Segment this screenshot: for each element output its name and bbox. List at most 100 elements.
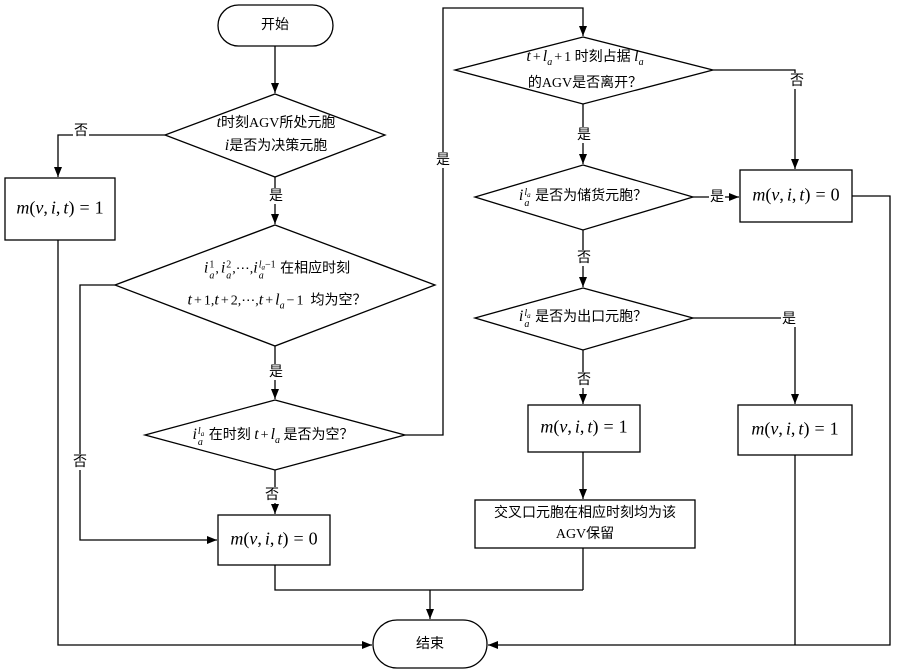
text-run: , [55,197,61,218]
decision-line: t+1,t+2,⋯,t+la−1 均为空？ [188,285,367,318]
text-run: = [293,528,304,549]
decision-is-storage-cell [472,164,696,231]
text-run: 0 [308,528,318,549]
math-subscript: a [527,312,531,320]
math-variable: l [197,426,201,437]
math-variable: a [258,270,264,282]
text-run: 交叉口元胞在相应时刻均为该 [494,506,676,521]
math-variable: a [226,270,232,282]
edge-d3-yes-to-d4 [405,7,587,436]
math-variable: i [786,184,792,205]
math-variable: v [35,197,44,218]
edge-p3-to-end [488,195,891,649]
math-variable: i [203,259,209,277]
start-terminal [217,4,334,47]
math-subscript: a [638,57,644,68]
text-run: 2,⋯, [230,293,259,309]
text-run: 时刻占据 [571,50,635,65]
math-variable: t [254,426,259,443]
edge-label-d5-yes: 是 [709,189,725,205]
math-subscript: a [279,300,285,312]
end-terminal [372,619,488,669]
math-variable: l [258,259,262,271]
process-line: AGV保留 [494,524,676,545]
math-variable: m [16,197,30,218]
text-run: ,⋯, [232,261,254,277]
text-run: = [814,418,825,439]
text-run: ( [764,418,771,439]
text-run: ( [765,184,772,205]
text-run: 是否为空？ [280,428,354,443]
math-variable: v [771,184,780,205]
decision-is-decision-cell-label: t时刻AGV所处元胞 i是否为决策元胞 [217,112,336,158]
math-variable: m [540,416,554,437]
subscript: a [209,271,214,282]
text-run: 1 [618,416,628,437]
decision-is-decision-cell [163,93,387,178]
superscript: 2 [226,260,231,271]
text-run: + [260,428,269,443]
math-variable: i [574,416,580,437]
text-run: 1 [829,418,839,439]
text-run: 是否为决策元胞 [229,139,328,154]
process-reserve-intersection [474,499,696,549]
subscript: a [524,198,529,209]
math-subscript: a [200,430,205,438]
text-run: ( [29,197,36,218]
math-variable: t [587,416,593,437]
edge-label-d6-yes: 是 [781,311,797,327]
process-set-m-0-center [217,514,331,566]
math-variable: l [275,291,280,309]
math-variable: v [559,416,568,437]
subscript: a [524,319,529,330]
math-variable: v [770,418,779,439]
text-run: −1 [265,259,276,271]
text-run: AGV保留 [555,527,615,542]
text-run: = [79,197,90,218]
edge-label-d1-no: 否 [73,123,89,139]
edge-label-d4-yes: 是 [576,127,592,143]
math-variable: l [634,48,639,65]
math-variable: a [209,270,215,282]
decision-line: i是否为决策元胞 [217,135,336,158]
decision-intermediate-cells-empty [113,224,437,347]
edge-label-d2-no: 否 [72,454,88,470]
math-variable: m [230,528,244,549]
math-subscript: a [547,57,553,68]
process-set-m-1-right-label: m(v,i,t)=1 [751,418,838,443]
subscript: a [259,271,264,282]
math-variable: l [270,426,276,443]
math-variable: a [524,319,530,330]
math-variable: t [187,291,192,309]
text-run: , [790,418,796,439]
subscript: a [226,271,231,282]
text-run: + [532,50,541,65]
text-run: + [265,293,274,309]
math-variable: t [526,48,531,65]
process-line: m(v,i,t)=0 [230,528,317,553]
text-run: 2 [226,259,232,271]
text-run: , [257,528,262,549]
process-set-m-0-center-label: m(v,i,t)=0 [230,528,317,553]
process-line: m(v,i,t)=0 [752,184,839,209]
text-run: 是否为出口元胞？ [531,310,648,325]
math-variable: t [63,197,69,218]
math-variable: i [518,308,524,325]
text-run: + [220,293,229,309]
edge-label-d3-no: 否 [264,487,280,503]
math-variable: a [524,198,530,209]
superscript: la−1 [258,259,276,272]
edge-label-d2-yes: 是 [268,364,284,380]
process-reserve-intersection-label: 交叉口元胞在相应时刻均为该 AGV保留 [494,503,676,545]
math-variable: l [524,308,528,319]
superscript: la [524,187,530,200]
math-variable: i [264,528,270,549]
text-run: ) [282,528,289,549]
text-run: ) [803,418,810,439]
